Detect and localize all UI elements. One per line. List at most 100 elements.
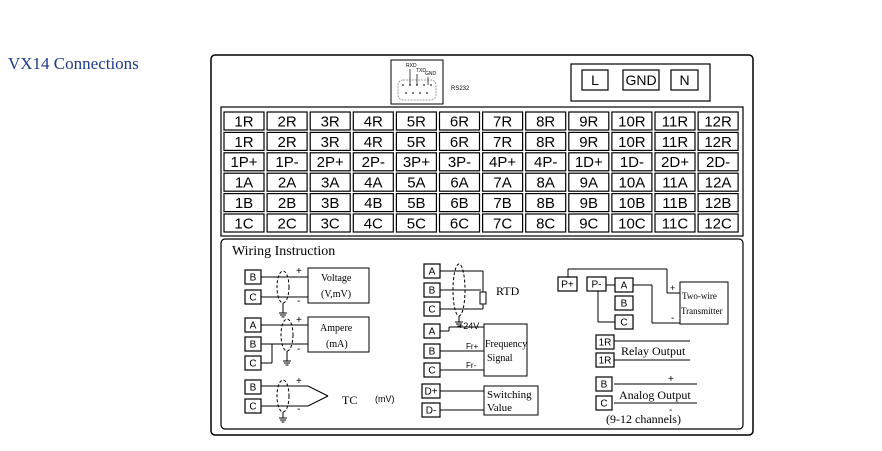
terminal-2r-label: 2R bbox=[278, 113, 297, 130]
tc-terminal-c-label: C bbox=[249, 402, 256, 413]
terminal-1r-label: 1R bbox=[234, 134, 253, 151]
terminal-3b: 3B bbox=[309, 193, 351, 213]
frequency-wiring: +24V Fr+ Fr- Frequency Signal bbox=[440, 321, 528, 377]
voltage-wiring: + - Voltage (V,mV) bbox=[261, 266, 370, 318]
terminal-3r: 3R bbox=[309, 111, 351, 131]
terminal-4c: 4C bbox=[352, 213, 394, 233]
terminal-7r: 7R bbox=[482, 111, 524, 131]
terminal-7b: 7B bbox=[482, 193, 524, 213]
terminal-1pp: 1P+ bbox=[223, 152, 265, 172]
freq-terminal-c: C bbox=[423, 362, 441, 378]
terminal-6b: 6B bbox=[438, 193, 481, 213]
tc-terminal-b: B bbox=[244, 379, 262, 395]
tc-minus: - bbox=[297, 404, 300, 415]
tc-wiring: + - TC (mV) bbox=[261, 376, 395, 423]
wiring-title: Wiring Instruction bbox=[232, 244, 335, 259]
terminal-7b-label: 7B bbox=[493, 195, 511, 212]
freq-frm: Fr- bbox=[466, 361, 477, 370]
freq-terminal-a-label: A bbox=[429, 327, 436, 338]
ampere-wiring: + - Ampere (mA) bbox=[261, 315, 370, 366]
terminal-2dp: 2D+ bbox=[654, 152, 696, 172]
terminal-1b: 1B bbox=[223, 193, 265, 213]
ampere-terminal-c: C bbox=[244, 355, 262, 371]
power-terminal-n-label: N bbox=[679, 72, 689, 88]
terminal-12r-label: 12R bbox=[704, 134, 732, 151]
terminal-4r: 4R bbox=[352, 131, 394, 151]
terminal-5c: 5C bbox=[395, 213, 437, 233]
terminal-2r: 2R bbox=[266, 131, 308, 151]
terminal-5b: 5B bbox=[395, 193, 437, 213]
tc-terminal-b-label: B bbox=[250, 383, 257, 394]
terminal-12r: 12R bbox=[697, 131, 739, 151]
rs232-connector: RXD TXD GND RS232 bbox=[390, 59, 470, 105]
terminal-6a-label: 6A bbox=[450, 175, 468, 192]
terminal-1pm-label: 1P- bbox=[275, 154, 298, 171]
switching-terminal-dm-label: D- bbox=[426, 406, 437, 417]
rtd-terminal-b: B bbox=[423, 282, 441, 298]
terminal-2dm-label: 2D- bbox=[706, 154, 730, 171]
terminal-4pm: 4P- bbox=[525, 152, 567, 172]
terminal-12b: 12B bbox=[697, 193, 739, 213]
ampere-terminal-a-label: A bbox=[250, 321, 257, 332]
terminal-1a-label: 1A bbox=[235, 175, 253, 192]
rs232-txd-label: TXD bbox=[416, 68, 426, 74]
switching-label2: Value bbox=[487, 402, 512, 414]
terminal-1c-label: 1C bbox=[234, 215, 253, 232]
terminal-9r: 9R bbox=[568, 111, 610, 131]
terminal-10a-label: 10A bbox=[619, 175, 646, 192]
terminal-3c-label: 3C bbox=[321, 215, 340, 232]
terminal-6a: 6A bbox=[438, 172, 481, 192]
terminal-8r-label: 8R bbox=[536, 134, 555, 151]
relay-terminal-1r: 1R bbox=[595, 352, 615, 368]
terminal-7a: 7A bbox=[482, 172, 524, 192]
terminal-10r-label: 10R bbox=[618, 113, 646, 130]
terminal-11b: 11B bbox=[654, 193, 696, 213]
analog-minus: - bbox=[669, 405, 672, 416]
terminal-1r: 1R bbox=[223, 131, 265, 151]
terminal-7r-label: 7R bbox=[493, 113, 512, 130]
analog-plus: + bbox=[668, 374, 674, 385]
terminal-6c-label: 6C bbox=[450, 215, 469, 232]
terminal-10r: 10R bbox=[611, 111, 653, 131]
rtd-terminal-b-label: B bbox=[429, 286, 436, 297]
terminal-1pp-label: 1P+ bbox=[230, 154, 257, 171]
terminal-7c-label: 7C bbox=[493, 215, 512, 232]
terminal-3r-label: 3R bbox=[321, 113, 340, 130]
terminal-2c-label: 2C bbox=[278, 215, 297, 232]
power-terminal-l-label: L bbox=[591, 72, 599, 88]
terminal-11a: 11A bbox=[654, 172, 696, 192]
tc-plus: + bbox=[296, 376, 302, 387]
terminal-4pp: 4P+ bbox=[482, 152, 524, 172]
terminal-4pp-label: 4P+ bbox=[489, 154, 516, 171]
terminal-11r-label: 11R bbox=[662, 113, 689, 130]
terminal-9r-label: 9R bbox=[579, 134, 598, 151]
terminal-1dp-label: 1D+ bbox=[575, 154, 603, 171]
terminal-1a: 1A bbox=[223, 172, 265, 192]
terminal-4r-label: 4R bbox=[364, 113, 383, 130]
voltage-terminal-c-label: C bbox=[249, 293, 256, 304]
terminal-12a-label: 12A bbox=[705, 175, 732, 192]
freq-label2: Signal bbox=[487, 353, 513, 364]
voltage-plus: + bbox=[296, 266, 302, 277]
terminal-4r-label: 4R bbox=[364, 134, 383, 151]
relay-terminal-1r-label: 1R bbox=[599, 338, 612, 349]
terminal-3b-label: 3B bbox=[321, 195, 339, 212]
two-wire-terminal-pm: P- bbox=[586, 276, 607, 292]
terminal-8r: 8R bbox=[525, 111, 567, 131]
relay-output-wiring: Relay Output bbox=[614, 340, 690, 361]
terminal-5r: 5R bbox=[395, 111, 437, 131]
terminal-10b: 10B bbox=[611, 193, 653, 213]
terminal-10r-label: 10R bbox=[618, 134, 646, 151]
ampere-terminal-b-label: B bbox=[250, 340, 257, 351]
terminal-6c: 6C bbox=[438, 213, 481, 233]
terminal-1dp: 1D+ bbox=[568, 152, 610, 172]
terminal-4a: 4A bbox=[352, 172, 394, 192]
terminal-8c-label: 8C bbox=[536, 215, 555, 232]
ampere-unit: (mA) bbox=[326, 339, 348, 350]
power-terminal-n: N bbox=[670, 69, 699, 91]
terminal-3a-label: 3A bbox=[321, 175, 339, 192]
terminal-6r-label: 6R bbox=[450, 113, 469, 130]
